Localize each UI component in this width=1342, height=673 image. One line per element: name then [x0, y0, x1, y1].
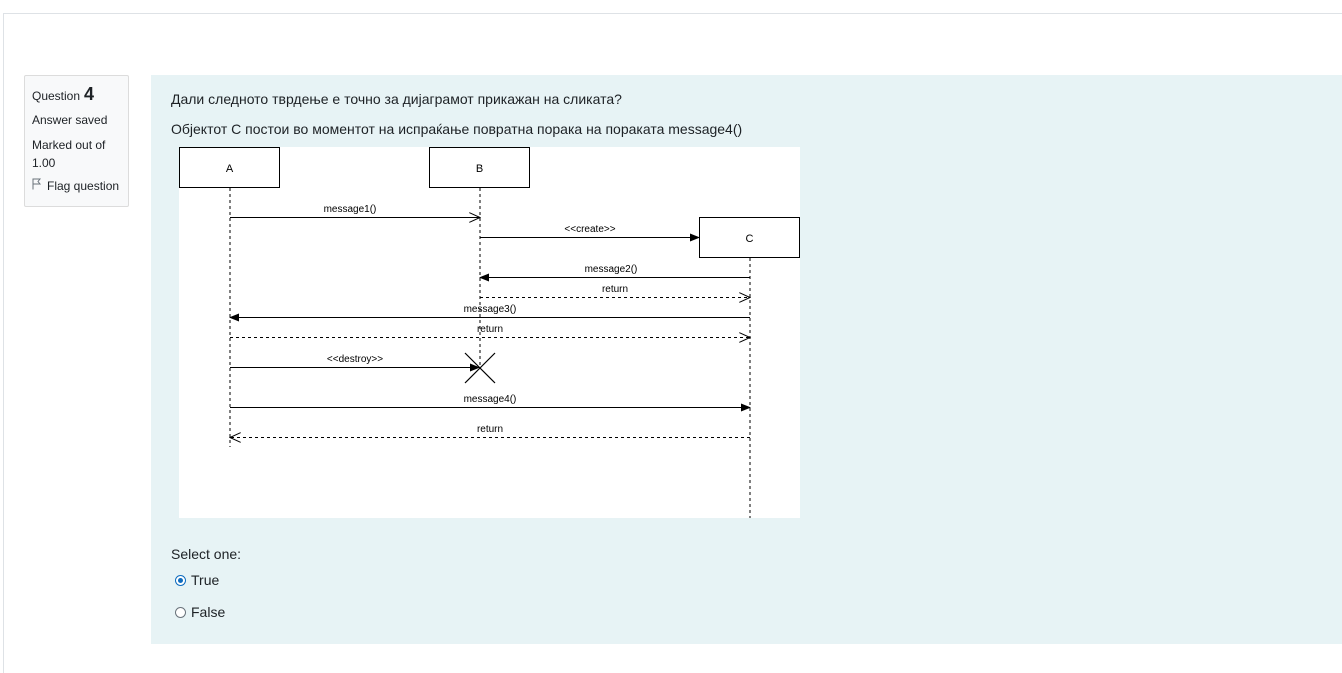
- return3-label: return: [477, 424, 503, 435]
- flag-icon: [32, 178, 42, 193]
- question-text: Дали следното тврдење е точно за дијагра…: [171, 91, 622, 107]
- create-label: <<create>>: [564, 224, 615, 235]
- question-info-panel: Question 4 Answer saved Marked out of 1.…: [24, 75, 129, 207]
- lifeline-label-c: C: [746, 233, 754, 245]
- question-label: Question: [32, 89, 81, 103]
- return2-label: return: [477, 324, 503, 335]
- answer-option-false[interactable]: False: [175, 604, 225, 620]
- lifeline-box-b: [429, 147, 530, 188]
- grade-label: Marked out of: [32, 138, 106, 152]
- question-content-panel: Дали следното тврдење е точно за дијагра…: [151, 75, 1342, 644]
- message3-label: message3(): [464, 304, 517, 315]
- flag-question-label: Flag question: [47, 178, 120, 193]
- answer-option-false-label: False: [191, 604, 226, 620]
- answer-option-true-label: True: [191, 572, 220, 588]
- question-state: Answer saved: [32, 113, 108, 127]
- flag-question-button[interactable]: Flag question: [32, 178, 121, 193]
- radio-true[interactable]: [175, 574, 186, 586]
- question-grade: Marked out of 1.00: [32, 136, 121, 172]
- message1-label: message1(): [324, 204, 377, 215]
- answer-option-true[interactable]: True: [175, 572, 219, 588]
- sequence-diagram: A B C message1() <<create>> message2() r…: [179, 147, 800, 518]
- radio-false[interactable]: [175, 606, 186, 618]
- question-statement: Објектот C постои во моментот на испраќа…: [171, 121, 743, 137]
- message2-label: message2(): [585, 264, 638, 275]
- page-frame: [3, 13, 1342, 673]
- question-number-value: 4: [84, 84, 95, 104]
- select-one-label: Select one:: [171, 546, 242, 562]
- lifeline-label-b: B: [476, 163, 483, 175]
- lifeline-box-a: [179, 147, 280, 188]
- return1-label: return: [602, 284, 628, 295]
- destroy-label: <<destroy>>: [327, 354, 383, 365]
- question-number: Question 4: [32, 84, 121, 105]
- grade-value: 1.00: [32, 156, 56, 170]
- lifeline-label-a: A: [226, 163, 234, 175]
- destroy-x-mark: [464, 352, 496, 384]
- message4-label: message4(): [464, 394, 517, 405]
